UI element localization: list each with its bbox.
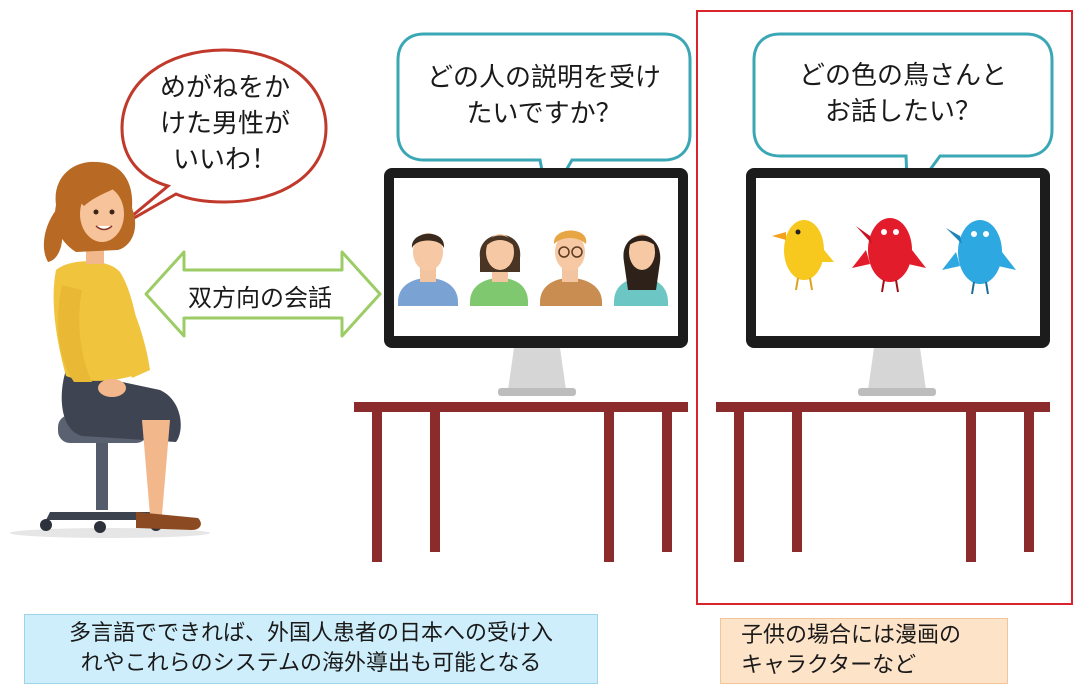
- right-monitor: [746, 168, 1050, 396]
- highlight-box: [696, 10, 1073, 605]
- seated-woman-figure: [10, 161, 210, 538]
- woman-speech-line: めがねをか: [159, 73, 290, 103]
- right-monitor-speech-bubble: [752, 32, 1054, 205]
- left-speech-line: たいですか？: [466, 99, 622, 129]
- left-monitor-speech-text: どの人の説明を受け たいですか？: [402, 60, 686, 132]
- caption-line: キャラクターなど: [741, 653, 917, 678]
- left-speech-line: どの人の説明を受け: [426, 63, 661, 93]
- blue-bird: [942, 220, 1016, 295]
- caption-line: れやこれらのシステムの海外導出も可能となる: [80, 651, 542, 676]
- caption-line: 多言語でできれば、外国人患者の日本への受け入: [68, 621, 553, 646]
- right-speech-line: お話したい？: [824, 97, 981, 127]
- left-monitor: [384, 168, 688, 396]
- avatar-man-blue-shirt: [398, 233, 458, 306]
- caption-children: 子供の場合には漫画の キャラクターなど: [720, 618, 1008, 684]
- avatar-man-glasses: [540, 230, 602, 306]
- woman-speech-text: めがねをか けた男性が いいわ！: [130, 70, 320, 178]
- right-monitor-speech-text: どの色の鳥さんと お話したい？: [758, 58, 1048, 130]
- yellow-bird: [772, 220, 834, 291]
- two-way-arrow: [144, 250, 382, 338]
- right-table: [716, 402, 1050, 562]
- right-speech-line: どの色の鳥さんと: [798, 61, 1007, 91]
- caption-multilingual: 多言語でできれば、外国人患者の日本への受け入 れやこれらのシステムの海外導出も可…: [24, 614, 598, 684]
- woman-speech-line: いいわ！: [172, 145, 277, 175]
- left-monitor-speech-bubble: [396, 32, 692, 207]
- avatar-woman-green-top: [470, 234, 528, 306]
- avatar-woman-teal-top: [614, 234, 668, 306]
- left-table: [354, 402, 688, 562]
- woman-speech-bubble: [119, 48, 328, 228]
- arrow-label: 双方向の会話: [188, 284, 332, 312]
- caption-line: 子供の場合には漫画の: [741, 623, 962, 648]
- woman-speech-line: けた男性が: [159, 109, 290, 139]
- red-bird: [852, 218, 926, 293]
